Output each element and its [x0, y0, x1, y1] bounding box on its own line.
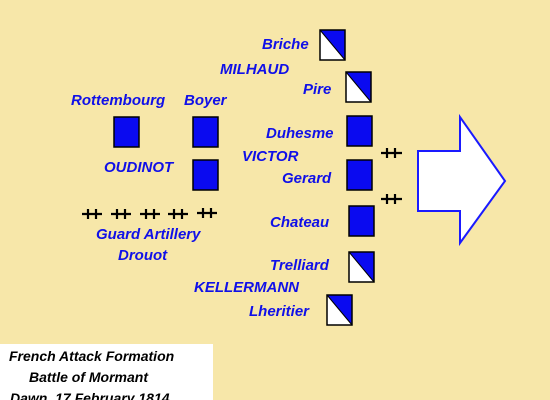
unit-oudinot: [192, 159, 219, 191]
unit-pire: [345, 71, 372, 103]
label-boyer: Boyer: [184, 92, 227, 109]
artillery-guard-4: [168, 209, 188, 219]
caption-box: French Attack Formation Battle of Morman…: [0, 344, 213, 400]
label-gerard: Gerard: [282, 170, 332, 187]
label-briche: Briche: [262, 36, 309, 53]
unit-trelliard: [348, 251, 375, 283]
artillery-gerard: [381, 194, 402, 204]
artillery-guard-1: [82, 209, 102, 219]
artillery-guard-3: [140, 209, 160, 219]
label-chateau: Chateau: [270, 214, 330, 231]
label-kellermann: KELLERMANN: [194, 279, 299, 296]
caption-battle: Battle of Mormant: [29, 369, 148, 385]
label-pire: Pire: [303, 81, 332, 98]
label-milhaud: MILHAUD: [220, 61, 290, 78]
attack-direction-arrow: [417, 113, 507, 247]
label-trelliard: Trelliard: [270, 257, 329, 274]
label-rottembourg: Rottembourg: [71, 92, 166, 109]
artillery-guard-2: [111, 209, 131, 219]
unit-duhesme: [346, 115, 373, 147]
unit-rottembourg: [113, 116, 140, 148]
unit-boyer: [192, 116, 219, 148]
unit-gerard: [346, 159, 373, 191]
artillery-guard-5: [197, 208, 217, 218]
label-drouot: Drouot: [118, 247, 168, 264]
label-guard-artillery: Guard Artillery: [96, 226, 201, 243]
caption-date: Dawn, 17 February 1814: [10, 390, 170, 400]
unit-chateau: [348, 205, 375, 237]
label-oudinot: OUDINOT: [104, 159, 174, 176]
unit-lheritier: [326, 294, 353, 326]
label-duhesme: Duhesme: [266, 125, 334, 142]
label-victor: VICTOR: [242, 148, 299, 165]
unit-briche: [319, 29, 346, 61]
label-lheritier: Lheritier: [249, 303, 310, 320]
artillery-duhesme: [381, 148, 402, 158]
caption-title: French Attack Formation: [9, 348, 175, 364]
